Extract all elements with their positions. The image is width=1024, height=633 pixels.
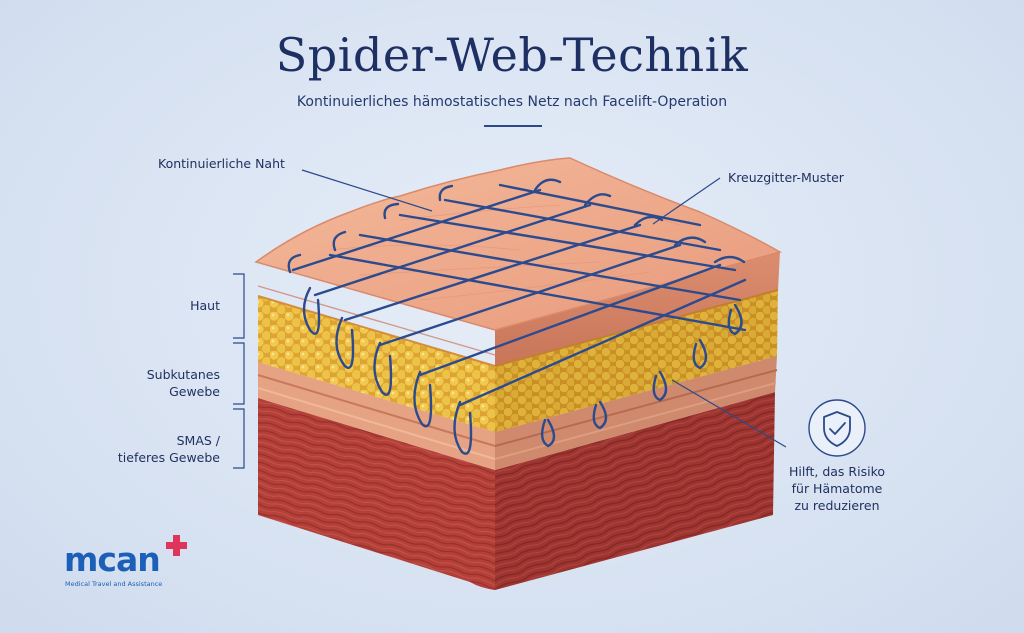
page-subtitle: Kontinuierliches hämostatisches Netz nac… (296, 94, 728, 110)
skin-top-surface (254, 157, 782, 331)
benefit-line1: Hilft, das Risiko (788, 464, 886, 479)
label-cross-grid: Kreuzgitter-Muster (728, 170, 844, 185)
medical-cross-icon (166, 535, 187, 556)
label-subcutaneous-line1: Subkutanes (146, 367, 220, 382)
shield-check-icon (808, 399, 866, 457)
label-subcutaneous-line2: Gewebe (169, 384, 220, 399)
benefit-line3: zu reduzieren (794, 498, 880, 513)
logo-name: mcan (64, 540, 161, 579)
mcan-logo: mcan Medical Travel and Assistance (64, 540, 162, 588)
label-continuous-suture: Kontinuierliche Naht (158, 156, 285, 171)
leader-lines (301, 169, 787, 448)
page-title: Spider-Web-Technik (275, 28, 749, 82)
label-smas-line1: SMAS / (176, 433, 220, 448)
benefit-line2: für Hämatome (791, 481, 883, 496)
title-divider (484, 125, 542, 127)
label-smas-line2: tieferes Gewebe (117, 450, 220, 465)
label-subcutaneous: Subkutanes Gewebe (120, 366, 220, 400)
label-smas: SMAS / tieferes Gewebe (100, 432, 220, 466)
logo-tagline: Medical Travel and Assistance (65, 580, 163, 588)
label-skin: Haut (190, 298, 220, 313)
layer-brackets (233, 273, 245, 469)
benefit-text: Hilft, das Risiko für Hämatome zu reduzi… (772, 463, 902, 514)
suture-grid (287, 178, 747, 455)
right-face (494, 252, 780, 590)
